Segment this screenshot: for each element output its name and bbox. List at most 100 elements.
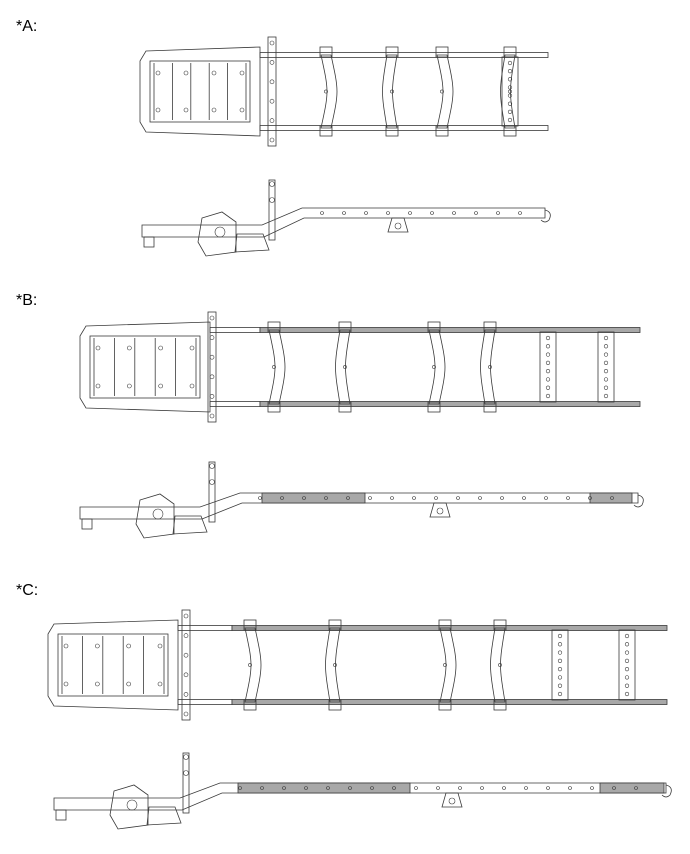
rear-crossmember — [551, 629, 569, 701]
rear-hole — [507, 101, 513, 106]
crossmember-hole — [343, 365, 347, 369]
rear-hole — [557, 683, 563, 688]
rear-hole — [624, 691, 630, 697]
bushing — [214, 226, 226, 238]
post-hole — [209, 394, 215, 399]
rear-hole — [545, 352, 551, 357]
rail-hole — [390, 496, 394, 500]
steering-post — [182, 752, 190, 814]
rear-hole — [557, 658, 563, 663]
rail-hole — [456, 496, 460, 500]
post-hole — [183, 672, 189, 678]
rail-hole — [500, 496, 504, 500]
mount-hole — [239, 107, 245, 113]
bushing — [152, 508, 164, 520]
side-rail-shaded-section — [261, 492, 366, 504]
mount-hole — [211, 70, 217, 76]
figure-label-c: *C: — [16, 582, 39, 599]
crossmember-hole — [272, 365, 276, 369]
post-hole — [269, 137, 275, 143]
frame-b-side-view — [79, 461, 644, 539]
crossmember-hole — [333, 663, 337, 667]
mount-hole — [157, 681, 163, 687]
rail-hole — [370, 786, 374, 790]
body-mount-bracket — [328, 619, 342, 631]
rear-hole — [545, 377, 551, 382]
right-side-rail-shaded — [259, 401, 641, 407]
rear-hole — [624, 650, 630, 655]
post-hole — [269, 197, 275, 203]
rear-hole — [603, 385, 609, 390]
rear-hole — [603, 335, 609, 341]
suspension-bracket — [135, 493, 175, 539]
rail-hole — [430, 211, 434, 215]
crossmember — [480, 329, 496, 405]
front-bracket — [55, 809, 67, 821]
rail-hole — [634, 786, 638, 790]
rail-hole — [524, 786, 528, 790]
rail-hole — [304, 786, 308, 790]
mount-hole — [211, 107, 217, 113]
engine-mount — [234, 233, 270, 253]
rail-hole — [326, 786, 330, 790]
rear-hook — [661, 784, 672, 798]
body-mount-bracket — [503, 125, 517, 137]
rear-hole — [603, 352, 609, 357]
rail-hole — [544, 496, 548, 500]
crossmember-hole — [508, 89, 512, 94]
rear-hole — [624, 675, 630, 680]
rear-hole — [545, 344, 551, 349]
rail-hole — [610, 496, 614, 500]
rear-hole — [507, 117, 513, 123]
steering-post — [208, 461, 216, 523]
rail-hole — [518, 211, 522, 215]
post-hole — [183, 770, 189, 776]
frame-a-side-view — [141, 179, 551, 257]
body-mount-bracket — [243, 619, 257, 631]
rail-hole — [588, 496, 592, 500]
side-rail-profile — [79, 492, 639, 520]
rail-hole — [302, 496, 306, 500]
post-hole — [269, 118, 275, 123]
rail-hole — [342, 211, 346, 215]
steering-crossmember — [207, 311, 217, 423]
body-mount-bracket — [319, 125, 333, 137]
engine-cradle — [57, 633, 169, 697]
rear-hook — [540, 209, 551, 223]
mount-hole — [63, 643, 69, 649]
mount-hole — [127, 345, 132, 351]
mount-hole — [63, 681, 69, 687]
body-mount-bracket — [483, 321, 497, 333]
crossmember — [439, 627, 457, 703]
mount-hole — [127, 383, 132, 389]
rear-hole — [545, 335, 551, 341]
post-hole — [209, 315, 215, 321]
rear-hole — [603, 369, 609, 374]
body-mount-bracket — [267, 321, 281, 333]
body-mount-bracket — [427, 321, 441, 333]
rail-hole — [238, 786, 242, 790]
frame-c-side-view — [53, 752, 672, 830]
post-hole — [209, 479, 215, 485]
figure-label-a: *A: — [16, 18, 38, 35]
crossmember-hole — [443, 663, 447, 667]
rail-hole — [348, 786, 352, 790]
side-rail-profile — [141, 207, 546, 238]
left-side-rail — [209, 327, 261, 333]
rail-hole — [282, 786, 286, 790]
rear-hole — [545, 360, 551, 365]
side-rail-shaded-section — [599, 782, 665, 794]
figure-label-b: *B: — [16, 292, 38, 309]
frame-c-top-view — [47, 609, 668, 721]
mount-hole — [189, 383, 195, 389]
rail-hole — [434, 496, 438, 500]
rear-hole — [557, 650, 563, 655]
crossmember — [325, 627, 341, 703]
body-mount-bracket — [435, 125, 449, 137]
steering-crossmember — [181, 609, 191, 721]
body-mount-bracket — [493, 619, 507, 631]
rear-crossmember — [618, 629, 636, 701]
mount-hole — [95, 345, 101, 351]
bushing — [126, 799, 138, 811]
rail-hole — [324, 496, 328, 500]
